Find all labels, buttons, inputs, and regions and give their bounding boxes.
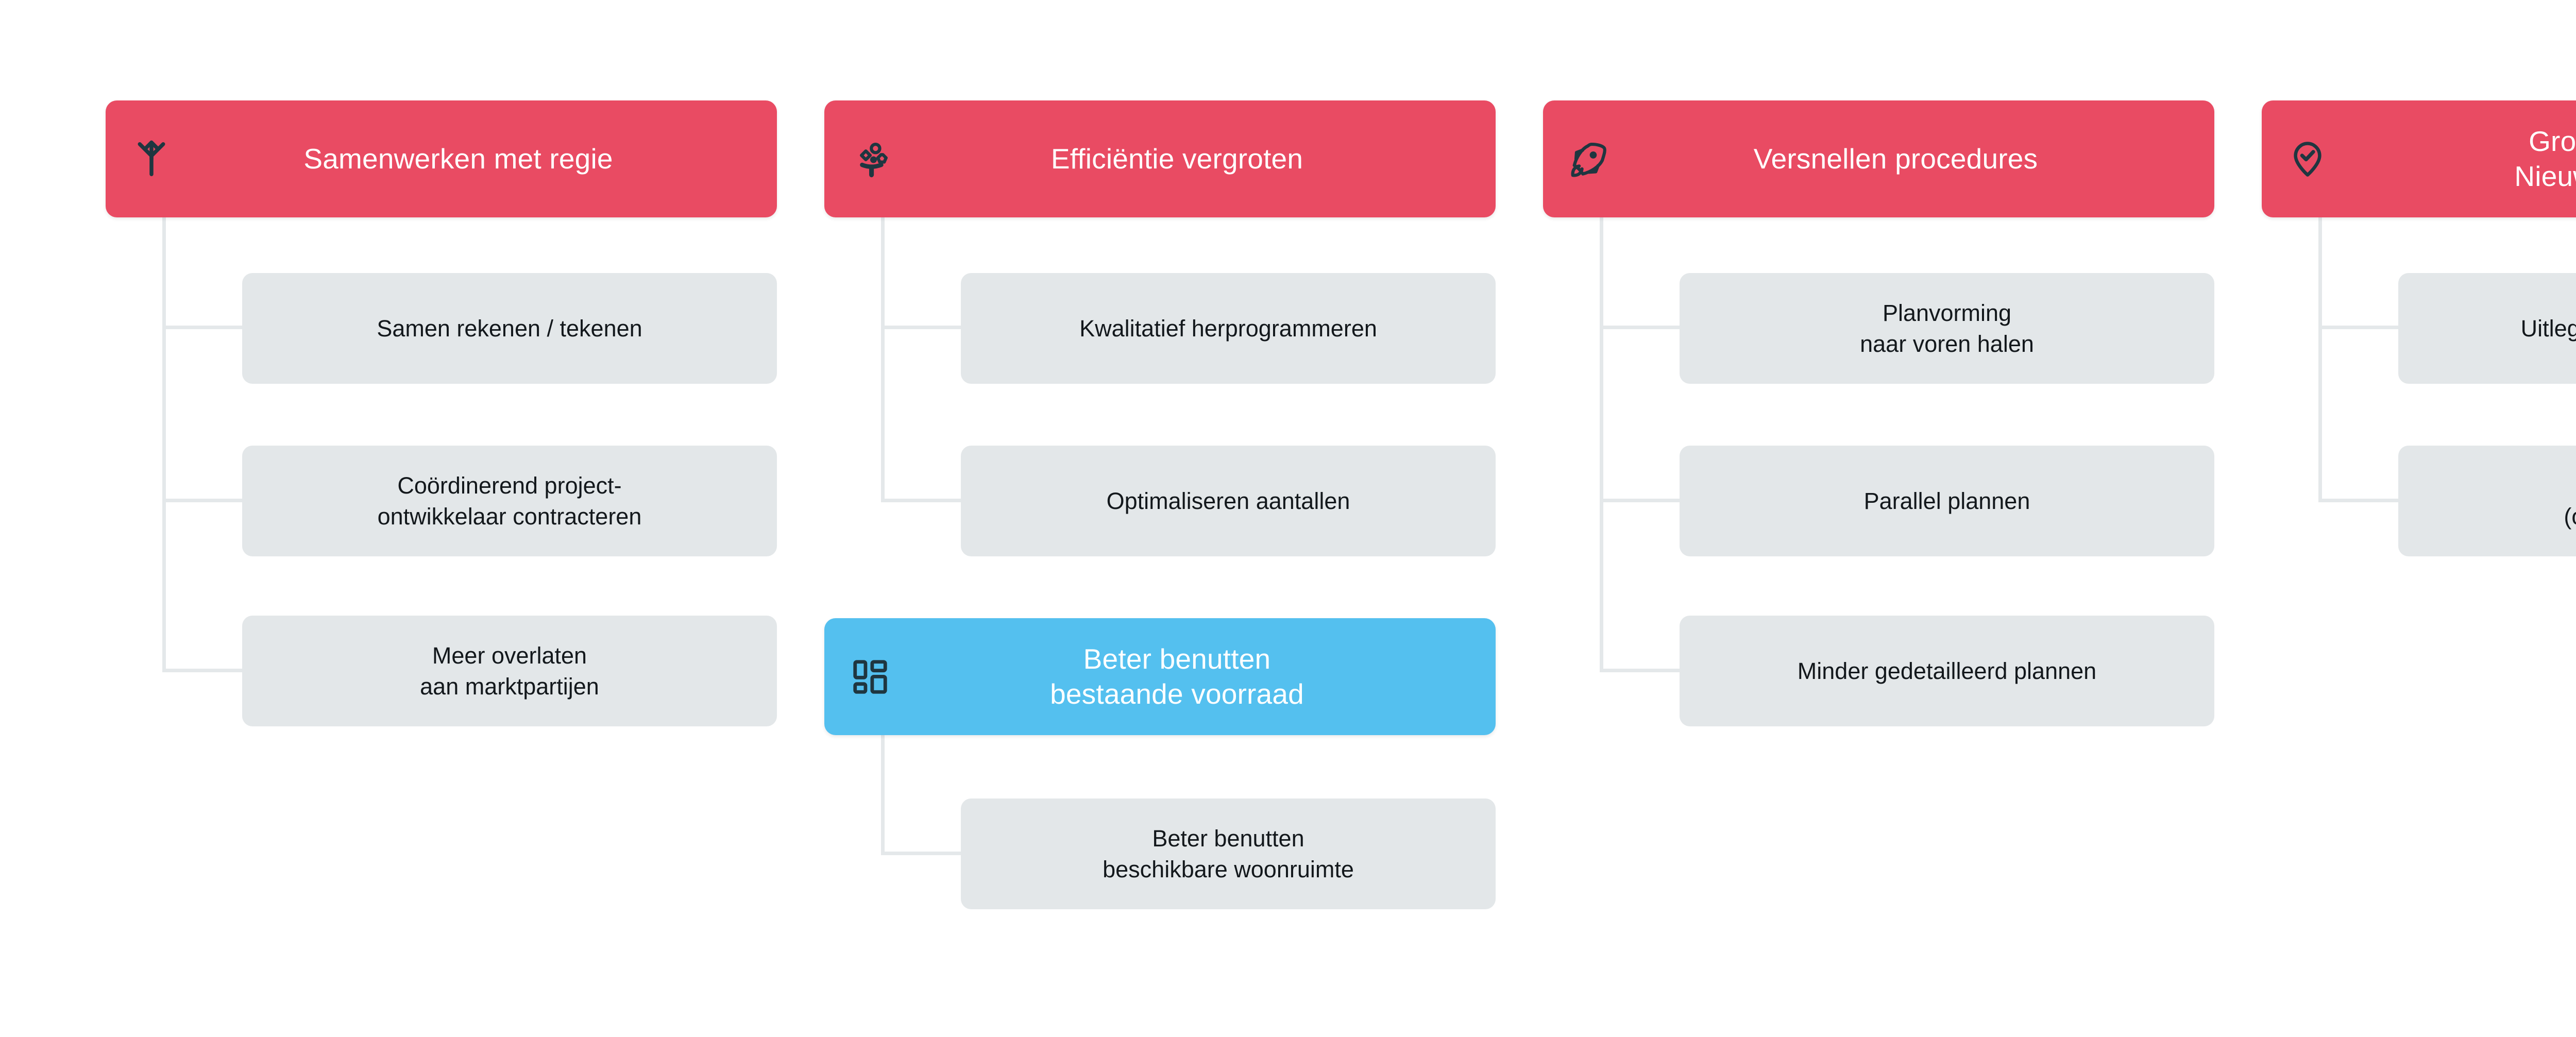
map-pin-check-icon [2285, 137, 2330, 181]
connector-trunk [162, 216, 166, 672]
connector-trunk [2318, 216, 2322, 502]
header-card-beter-benutten-bestaande-voorraad[interactable]: Beter benutten bestaande voorraad [824, 618, 1496, 735]
column-samenwerken-met-regie: Samenwerken met regie Samen rekenen / te… [77, 0, 829, 1037]
connector-branch [2318, 499, 2403, 502]
connector-branch [1600, 326, 1685, 329]
sub-card-label: Coördinerend project- ontwikkelaar contr… [377, 472, 642, 530]
sub-card[interactable]: Kwalitatief herprogrammeren [961, 273, 1496, 384]
sub-card[interactable]: Samen rekenen / tekenen [242, 273, 777, 384]
sub-card-label: Beter benutten beschikbare woonruimte [1103, 825, 1354, 882]
header-card-label: Versnellen procedures [1753, 142, 2038, 175]
sub-card-label: Kwalitatief herprogrammeren [1079, 315, 1377, 342]
sub-card-label: Bestuurlijk besluit (over locatie elders… [2564, 472, 2576, 530]
connector-branch [162, 326, 247, 329]
column-grondbeleid-nieuwe-locaties: Grondbeleid / Nieuwe locaties Uitlegloca… [2233, 0, 2576, 1037]
sub-card-label: Uitleglocaties inventariseren [2520, 315, 2576, 342]
sub-card[interactable]: Bestuurlijk besluit (over locatie elders… [2398, 446, 2576, 556]
sub-card[interactable]: Meer overlaten aan marktpartijen [242, 616, 777, 726]
sub-card-label: Minder gedetailleerd plannen [1797, 657, 2097, 684]
header-card-versnellen-procedures[interactable]: Versnellen procedures [1543, 100, 2214, 217]
sub-card[interactable]: Optimaliseren aantallen [961, 446, 1496, 556]
header-card-grondbeleid-nieuwe-locaties[interactable]: Grondbeleid / Nieuwe locaties [2262, 100, 2576, 217]
connector-branch [1600, 669, 1685, 672]
connector-branch [1600, 499, 1685, 502]
connector-branch [881, 326, 966, 329]
connector-trunk [881, 216, 885, 502]
bouquet-flowers-icon [848, 137, 892, 181]
sub-card-label: Optimaliseren aantallen [1106, 487, 1350, 514]
connector-branch [881, 499, 966, 502]
sub-card-label: Planvorming naar voren halen [1860, 299, 2034, 357]
column-versnellen-procedures: Versnellen procedures Planvorming naar v… [1515, 0, 2267, 1037]
sub-card[interactable]: Uitleglocaties inventariseren [2398, 273, 2576, 384]
sub-card[interactable]: Planvorming naar voren halen [1680, 273, 2214, 384]
header-card-label: Grondbeleid / Nieuwe locaties [2514, 125, 2576, 192]
sub-card-label: Samen rekenen / tekenen [377, 315, 642, 342]
connector-branch [2318, 326, 2403, 329]
layout-grid-icon [848, 655, 892, 699]
rocket-icon [1567, 137, 1611, 181]
column-efficientie-vergroten: Efficiëntie vergroten Kwalitatief herpro… [796, 0, 1548, 1037]
header-card-label: Samenwerken met regie [303, 142, 613, 175]
connector-trunk-secondary [881, 734, 885, 855]
sub-card[interactable]: Parallel plannen [1680, 446, 2214, 556]
connector-branch [162, 499, 247, 502]
sub-card[interactable]: Minder gedetailleerd plannen [1680, 616, 2214, 726]
header-card-efficientie-vergroten[interactable]: Efficiëntie vergroten [824, 100, 1496, 217]
sub-card[interactable]: Beter benutten beschikbare woonruimte [961, 798, 1496, 909]
header-card-label: Efficiëntie vergroten [1050, 142, 1303, 175]
connector-branch-secondary [881, 852, 966, 855]
sub-card-label: Meer overlaten aan marktpartijen [420, 642, 599, 700]
connector-trunk [1600, 216, 1603, 672]
header-card-samenwerken-met-regie[interactable]: Samenwerken met regie [106, 100, 777, 217]
sub-card-label: Parallel plannen [1863, 487, 2030, 514]
sub-card[interactable]: Coördinerend project- ontwikkelaar contr… [242, 446, 777, 556]
merge-arrow-icon [129, 137, 174, 181]
connector-branch [162, 669, 247, 672]
header-card-label: Beter benutten bestaande voorraad [1050, 643, 1304, 710]
